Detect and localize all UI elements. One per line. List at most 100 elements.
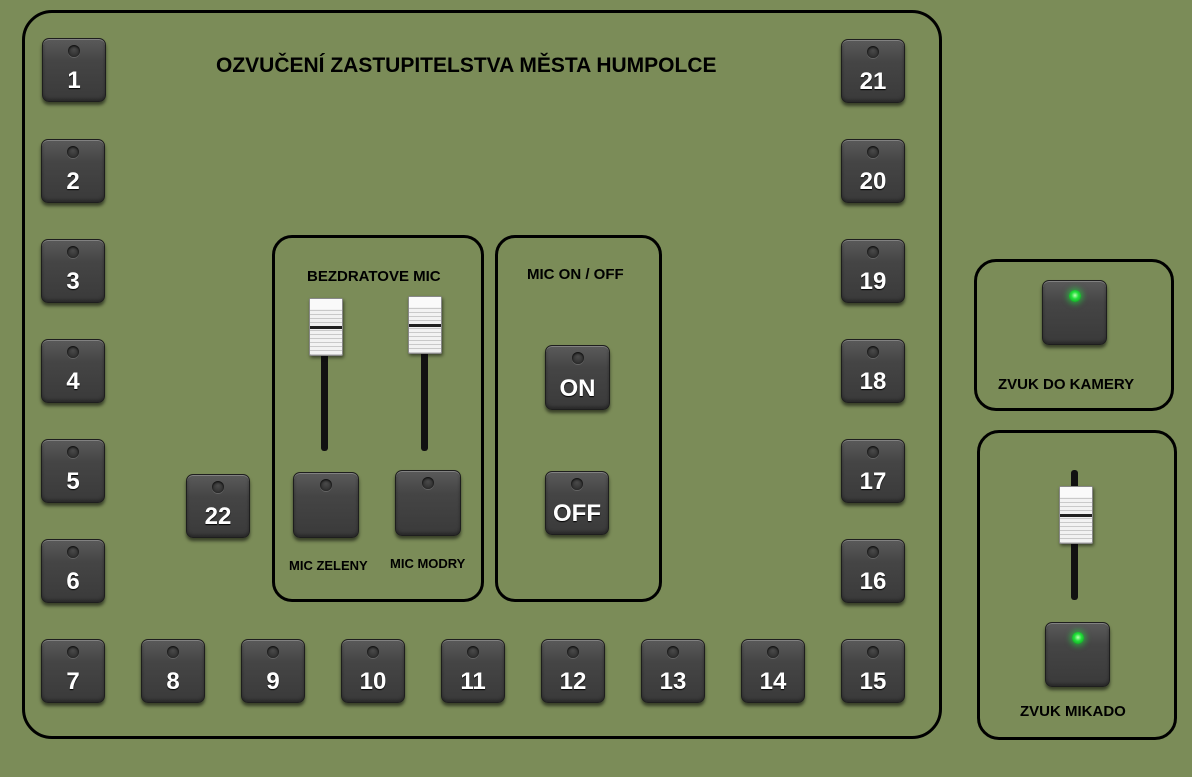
page-title: OZVUČENÍ ZASTUPITELSTVA MĚSTA HUMPOLCE: [216, 54, 717, 77]
button-label: 11: [460, 668, 486, 695]
button-label: 21: [859, 68, 887, 95]
channel-button-21[interactable]: 21: [841, 39, 905, 103]
button-label: 4: [66, 368, 80, 395]
mikado-panel: [977, 430, 1177, 740]
led-indicator: [571, 352, 584, 364]
led-indicator: [67, 446, 79, 458]
button-label: 16: [859, 568, 887, 595]
mic-on-off-title: MIC ON / OFF: [527, 266, 624, 283]
led-indicator: [320, 479, 332, 491]
wireless-mic-panel: [272, 235, 484, 602]
channel-button-9[interactable]: 9: [241, 639, 305, 703]
led-indicator: [867, 646, 879, 658]
button-label: 2: [66, 168, 80, 195]
mic-blue-fader-track: [421, 345, 428, 451]
button-label: 1: [67, 67, 81, 94]
led-indicator: [367, 646, 379, 658]
button-label: 18: [859, 368, 887, 395]
led-indicator-active: [1068, 290, 1081, 302]
fader-highlight: [409, 297, 441, 307]
led-indicator: [67, 146, 79, 158]
fader-mark: [409, 324, 441, 327]
mic-on-button[interactable]: ON: [545, 345, 610, 410]
led-indicator: [67, 546, 79, 558]
button-label: 3: [66, 268, 80, 295]
button-label: 15: [859, 668, 887, 695]
led-indicator: [867, 146, 879, 158]
channel-button-2[interactable]: 2: [41, 139, 105, 203]
mic-off-button[interactable]: OFF: [545, 471, 609, 535]
button-label: 12: [559, 668, 587, 695]
led-indicator: [67, 646, 79, 658]
led-indicator: [867, 46, 879, 58]
led-indicator: [571, 478, 583, 490]
button-label: 5: [66, 468, 80, 495]
mic-green-label: MIC ZELENY: [289, 558, 368, 573]
camera-sound-button[interactable]: [1042, 280, 1107, 345]
channel-button-7[interactable]: 7: [41, 639, 105, 703]
button-label: 9: [266, 668, 280, 695]
led-indicator: [867, 546, 879, 558]
led-indicator: [667, 646, 679, 658]
main-panel: [22, 10, 942, 739]
mic-blue-button[interactable]: [395, 470, 461, 536]
led-indicator: [212, 481, 224, 493]
button-label: 17: [859, 468, 887, 495]
channel-button-14[interactable]: 14: [741, 639, 805, 703]
button-label: 22: [204, 503, 232, 530]
button-label: 19: [859, 268, 887, 295]
led-indicator: [67, 246, 79, 258]
mic-green-button[interactable]: [293, 472, 359, 538]
channel-button-12[interactable]: 12: [541, 639, 605, 703]
led-indicator: [767, 646, 779, 658]
channel-button-1[interactable]: 1: [42, 38, 106, 102]
button-label: 13: [659, 668, 687, 695]
fader-highlight: [1060, 487, 1092, 497]
button-label: 8: [166, 668, 180, 695]
led-indicator: [867, 446, 879, 458]
button-label: 7: [66, 668, 80, 695]
channel-button-4[interactable]: 4: [41, 339, 105, 403]
mic-on-off-panel: [495, 235, 662, 602]
channel-button-17[interactable]: 17: [841, 439, 905, 503]
channel-button-10[interactable]: 10: [341, 639, 405, 703]
mikado-sound-label: ZVUK MIKADO: [1020, 703, 1126, 720]
channel-button-16[interactable]: 16: [841, 539, 905, 603]
led-indicator-active: [1071, 632, 1084, 644]
led-indicator: [167, 646, 179, 658]
channel-button-8[interactable]: 8: [141, 639, 205, 703]
led-indicator: [422, 477, 434, 489]
led-indicator: [867, 246, 879, 258]
channel-button-3[interactable]: 3: [41, 239, 105, 303]
wireless-mic-title: BEZDRATOVE MIC: [307, 268, 441, 285]
camera-sound-label: ZVUK DO KAMERY: [998, 376, 1135, 393]
channel-button-6[interactable]: 6: [41, 539, 105, 603]
led-indicator: [68, 45, 80, 57]
mic-blue-fader[interactable]: [408, 296, 442, 354]
channel-button-13[interactable]: 13: [641, 639, 705, 703]
button-label: ON: [559, 375, 596, 402]
button-label: 20: [859, 168, 887, 195]
led-indicator: [867, 346, 879, 358]
camera-panel: [974, 259, 1174, 411]
mic-green-fader-track: [321, 345, 328, 451]
mic-blue-label: MIC MODRY: [390, 556, 466, 571]
fader-mark: [310, 326, 342, 329]
mikado-fader[interactable]: [1059, 486, 1093, 544]
led-indicator: [567, 646, 579, 658]
channel-button-15[interactable]: 15: [841, 639, 905, 703]
channel-button-18[interactable]: 18: [841, 339, 905, 403]
channel-button-19[interactable]: 19: [841, 239, 905, 303]
button-label: 10: [359, 668, 387, 695]
button-label: 6: [66, 568, 80, 595]
button-label: OFF: [553, 500, 601, 527]
channel-button-5[interactable]: 5: [41, 439, 105, 503]
channel-button-20[interactable]: 20: [841, 139, 905, 203]
mikado-sound-button[interactable]: [1045, 622, 1110, 687]
channel-button-11[interactable]: 11: [441, 639, 505, 703]
button-label: 14: [759, 668, 787, 695]
fader-mark: [1060, 514, 1092, 517]
mic-green-fader[interactable]: [309, 298, 343, 356]
channel-button-22[interactable]: 22: [186, 474, 250, 538]
led-indicator: [67, 346, 79, 358]
